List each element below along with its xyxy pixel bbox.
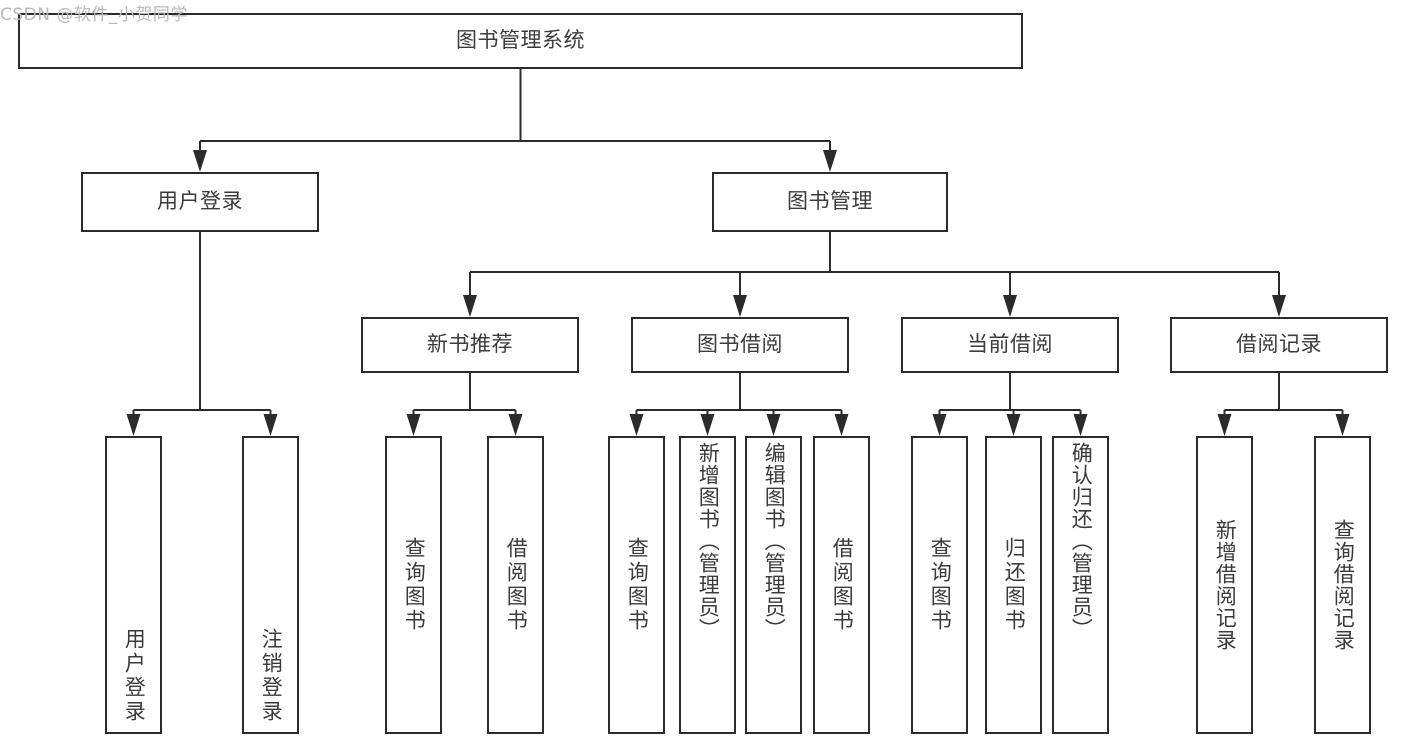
node-new-book-rec: 新书推荐 xyxy=(361,317,579,373)
arrowhead xyxy=(508,414,523,436)
node-label: 新增图书（管理员） xyxy=(696,442,721,640)
arrowhead xyxy=(463,295,477,317)
arrowhead xyxy=(1335,414,1350,436)
arrowhead xyxy=(263,414,278,436)
node-label: 借阅记录 xyxy=(1236,332,1322,357)
node-label: 图书管理系统 xyxy=(456,28,585,53)
arrowhead xyxy=(733,295,747,317)
node-leaf-return-book: 归还图书 xyxy=(985,436,1042,734)
node-leaf-add-book: 新增图书（管理员） xyxy=(679,436,736,734)
node-leaf-query-current: 查询图书 xyxy=(911,436,968,734)
arrowhead xyxy=(834,414,849,436)
node-label: 借阅图书 xyxy=(504,537,529,633)
node-label: 用户登录 xyxy=(122,628,147,724)
watermark: CSDN @软件_小贺同学 xyxy=(0,5,188,25)
arrowhead xyxy=(406,414,421,436)
node-leaf-add-record: 新增借阅记录 xyxy=(1196,436,1253,734)
arrowhead xyxy=(932,414,947,436)
node-label: 查询图书 xyxy=(625,537,650,633)
node-leaf-user-login: 用户登录 xyxy=(105,436,162,734)
node-leaf-user-logout: 注销登录 xyxy=(242,436,299,734)
node-leaf-query-book-rec: 查询图书 xyxy=(385,436,442,734)
node-label: 用户登录 xyxy=(157,189,243,214)
node-label: 查询图书 xyxy=(402,537,427,633)
node-label: 查询借阅记录 xyxy=(1331,519,1356,651)
arrowhead xyxy=(766,414,781,436)
node-label: 图书管理 xyxy=(787,189,873,214)
arrowhead xyxy=(700,414,715,436)
arrowhead xyxy=(193,150,207,172)
node-book-borrow: 图书借阅 xyxy=(631,317,849,373)
node-leaf-borrow-book-rec: 借阅图书 xyxy=(487,436,544,734)
node-label: 当前借阅 xyxy=(967,332,1053,357)
arrowhead xyxy=(629,414,644,436)
node-current-borrow: 当前借阅 xyxy=(901,317,1119,373)
node-book-manage: 图书管理 xyxy=(712,172,948,232)
node-leaf-confirm-return: 确认归还（管理员） xyxy=(1052,436,1109,734)
node-label: 借阅图书 xyxy=(830,537,855,633)
arrowhead xyxy=(1006,414,1021,436)
arrowhead xyxy=(1217,414,1232,436)
arrowhead xyxy=(1073,414,1088,436)
node-label: 新书推荐 xyxy=(427,332,513,357)
node-user-login: 用户登录 xyxy=(81,172,319,232)
arrowhead xyxy=(1272,295,1286,317)
node-leaf-edit-book: 编辑图书（管理员） xyxy=(745,436,802,734)
node-label: 图书借阅 xyxy=(697,332,783,357)
node-borrow-record: 借阅记录 xyxy=(1170,317,1388,373)
node-label: 新增借阅记录 xyxy=(1213,519,1238,651)
node-leaf-query-record: 查询借阅记录 xyxy=(1314,436,1371,734)
node-label: 查询图书 xyxy=(928,537,953,633)
arrowhead xyxy=(823,150,837,172)
node-leaf-borrow-book: 借阅图书 xyxy=(813,436,870,734)
node-label: 编辑图书（管理员） xyxy=(762,442,787,640)
node-label: 确认归还（管理员） xyxy=(1069,442,1094,640)
arrowhead xyxy=(1003,295,1017,317)
node-label: 注销登录 xyxy=(259,628,284,724)
arrowhead xyxy=(126,414,141,436)
node-label: 归还图书 xyxy=(1002,537,1027,633)
node-root: 图书管理系统 xyxy=(18,13,1023,69)
node-leaf-query-book: 查询图书 xyxy=(608,436,665,734)
